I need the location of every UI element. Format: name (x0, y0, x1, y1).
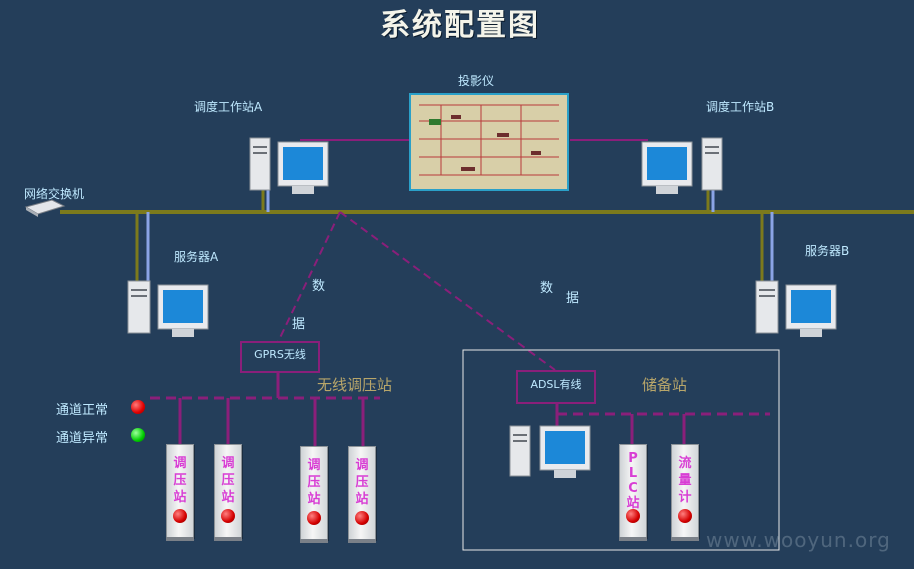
data-label-3: 数 (540, 281, 554, 296)
wireless-station-group-label: 无线调压站 (317, 376, 393, 394)
server-b-label: 服务器B (805, 244, 850, 258)
flowmeter-station: 流量计 (671, 444, 699, 541)
data-link-adsl (339, 211, 556, 371)
network-switch-icon (24, 199, 66, 217)
workstation-a-computer-icon (249, 137, 329, 194)
storage-station-group-label: 储备站 (642, 376, 688, 394)
storage-computer-icon (509, 425, 591, 478)
data-label-1: 数 (312, 279, 326, 294)
workstation-a-label: 调度工作站A (194, 100, 263, 114)
pressure-station-3: 调压站 (300, 446, 328, 543)
station-2-status-light (221, 509, 235, 523)
station-4-text: 调压站 (355, 458, 369, 507)
server-b-computer-icon (755, 280, 837, 337)
pressure-station-4: 调压站 (348, 446, 376, 543)
adsl-wired-box: ADSL有线 (516, 370, 596, 404)
station-1-text: 调压站 (173, 456, 187, 505)
diagram-title: 系统配置图 (380, 8, 540, 43)
data-link-gprs (277, 211, 341, 343)
plc-station-status-light (626, 509, 640, 523)
station-4-status-light (355, 511, 369, 525)
server-a-label: 服务器A (174, 250, 219, 264)
station-2-text: 调压站 (221, 456, 235, 505)
server-a-computer-icon (127, 280, 209, 337)
data-label-2: 据 (292, 317, 306, 332)
workstation-b-computer-icon (641, 137, 723, 194)
pressure-station-1: 调压站 (166, 444, 194, 541)
workstation-b-label: 调度工作站B (706, 100, 775, 114)
projector-screen (409, 93, 569, 191)
projector-label: 投影仪 (458, 74, 495, 88)
gprs-wireless-box: GPRS无线 (240, 341, 320, 373)
station-1-status-light (173, 509, 187, 523)
projector-display-icon (411, 95, 567, 189)
flowmeter-station-text: 流量计 (678, 456, 692, 505)
switch-label: 网络交换机 (24, 187, 85, 201)
data-label-4: 据 (566, 291, 580, 306)
storage-station-frame (462, 349, 780, 551)
pressure-station-2: 调压站 (214, 444, 242, 541)
station-3-text: 调压站 (307, 458, 321, 507)
flowmeter-station-status-light (678, 509, 692, 523)
station-3-status-light (307, 511, 321, 525)
legend-abnormal-dot (131, 428, 145, 442)
legend-normal-label: 通道正常 (56, 403, 109, 418)
watermark: www.wooyun.org (706, 528, 891, 552)
legend-normal-dot (131, 400, 145, 414)
legend-abnormal-label: 通道异常 (56, 431, 109, 446)
